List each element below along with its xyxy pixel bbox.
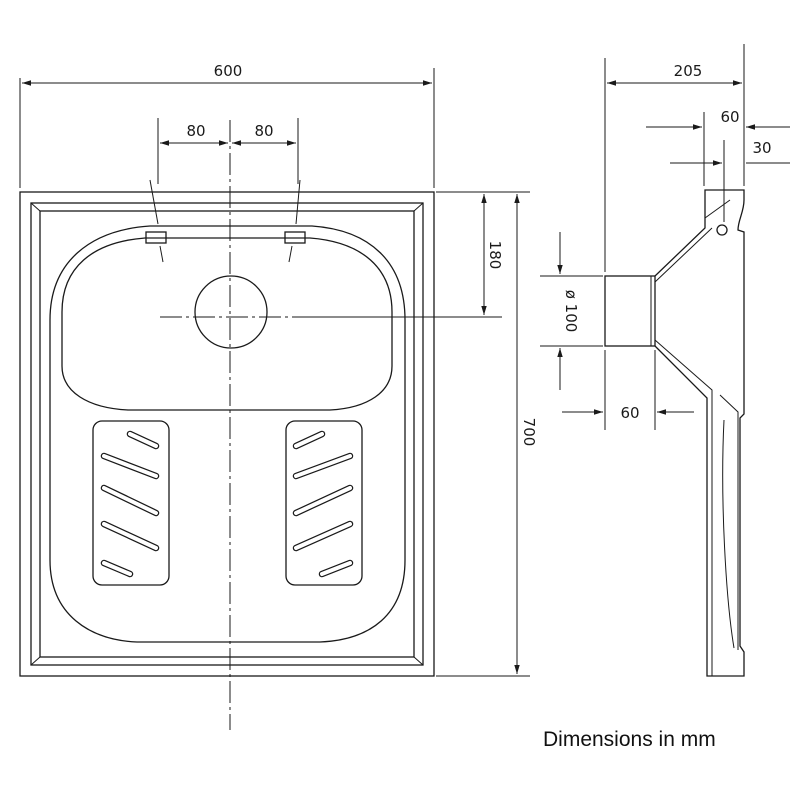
dim-label-80-right: 80	[254, 122, 273, 140]
plan-view	[19, 120, 435, 730]
tray-inner-edge	[39, 210, 415, 658]
rim-corner-tl	[30, 202, 41, 212]
dim-label-600: 600	[214, 62, 243, 80]
lug-centerline-right-lower	[288, 245, 293, 263]
plan-dimensions: 600 80 80 180 700	[19, 62, 538, 677]
tray-rim	[30, 202, 424, 666]
side-profile-rim	[704, 199, 739, 650]
side-profile-inner	[654, 227, 713, 676]
side-profile	[654, 189, 745, 677]
pan-outline	[49, 225, 406, 643]
fixing-hole	[716, 224, 728, 236]
bowl-recess	[61, 237, 393, 411]
lug-centerline-left	[149, 179, 159, 225]
dim-label-80-left: 80	[186, 122, 205, 140]
dimensions-caption: Dimensions in mm	[543, 728, 716, 751]
fixing-lug-right	[284, 231, 306, 244]
footrest-right	[285, 420, 363, 586]
dim-label-30: 30	[752, 139, 771, 157]
rim-corner-bl	[30, 656, 41, 666]
rim-corner-tr	[413, 202, 424, 212]
dim-label-180: 180	[486, 241, 504, 270]
fixing-lug-left	[145, 231, 167, 244]
dim-label-60-outlet: 60	[620, 404, 639, 422]
side-view	[604, 189, 745, 677]
rim-corner-br	[413, 656, 424, 666]
lug-centerline-left-lower	[159, 245, 164, 263]
dim-label-60-top: 60	[720, 108, 739, 126]
side-dimensions: 205 60 30 ø 100 60	[540, 44, 790, 430]
lug-centerline-right	[295, 179, 301, 225]
side-profile-curve	[722, 419, 735, 649]
dim-label-205: 205	[674, 62, 703, 80]
tray-outer-edge	[19, 191, 435, 677]
drain-hole	[194, 275, 268, 349]
dim-label-dia100: ø 100	[562, 290, 580, 333]
footrest-left	[92, 420, 170, 586]
dim-label-700: 700	[520, 418, 538, 447]
outlet-spigot	[604, 275, 656, 347]
